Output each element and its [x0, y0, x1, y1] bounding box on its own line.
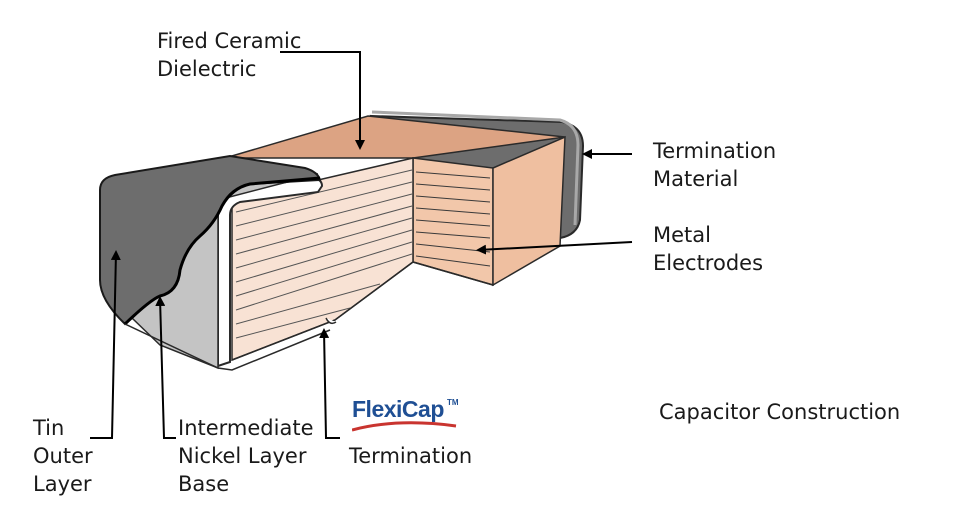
- label-metal-electrodes: Metal Electrodes: [653, 223, 764, 275]
- label-termination: Termination: [349, 444, 473, 468]
- bottom-termination-tab: [325, 317, 337, 325]
- label-tin-outer-layer: Tin Outer Layer: [33, 416, 93, 496]
- flexicap-swoosh: [352, 421, 457, 432]
- ceramic-layer-lines: [235, 169, 413, 339]
- leader-lines: [90, 51, 633, 439]
- leader-metal-electrodes: [476, 241, 633, 255]
- flexicap-logo-tm: TM: [447, 398, 459, 407]
- left-bottom-outline: [124, 323, 331, 371]
- label-intermediate-nickel-layer: Intermediate Nickel Layer Base: [178, 416, 314, 496]
- leader-nickel-layer: [155, 296, 176, 439]
- leader-tin-outer: [90, 250, 121, 439]
- leader-fired-ceramic: [280, 51, 365, 150]
- label-termination-material: Termination Material: [653, 139, 777, 191]
- flexicap-logo: FlexiCap TM: [352, 396, 462, 440]
- flexicap-logo-text: FlexiCap: [352, 396, 444, 422]
- leader-termination: [319, 328, 340, 439]
- label-fired-ceramic-dielectric: Fired Ceramic Dielectric: [157, 29, 302, 81]
- caption-capacitor-construction: Capacitor Construction: [659, 400, 901, 424]
- ceramic-bottom-edge: [231, 261, 494, 361]
